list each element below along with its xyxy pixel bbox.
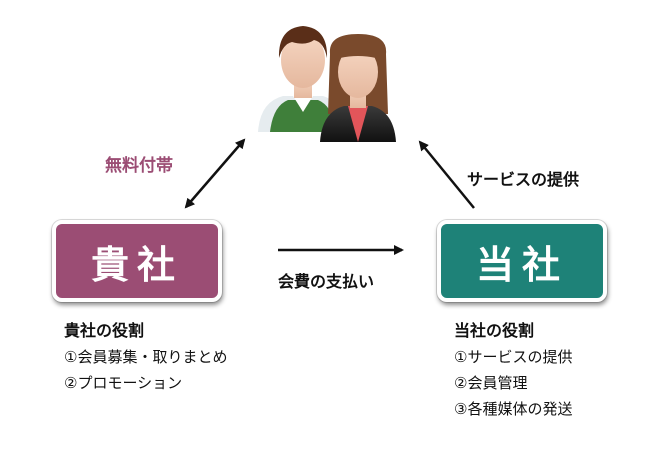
arrow-service-provision bbox=[418, 140, 475, 209]
our-company-label: 当社 bbox=[475, 242, 568, 287]
role-item: ②会員管理 bbox=[454, 374, 528, 392]
your-company-label: 貴社 bbox=[90, 242, 183, 287]
role-item: ②プロモーション bbox=[64, 374, 183, 392]
your-company-roles: 貴社の役割 ①会員募集・取りまとめ ②プロモーション bbox=[64, 318, 227, 396]
label-free-attachment: 無料付帯 bbox=[105, 156, 173, 176]
your-company-box: 貴社 bbox=[52, 220, 222, 302]
man-figure bbox=[258, 26, 345, 132]
our-company-roles-title: 当社の役割 bbox=[454, 321, 535, 340]
our-company-roles: 当社の役割 ①サービスの提供 ②会員管理 ③各種媒体の発送 bbox=[454, 318, 572, 422]
label-fee-payment: 会費の支払い bbox=[278, 272, 375, 291]
your-company-roles-title: 貴社の役割 bbox=[64, 321, 145, 340]
arrow-free-bidirectional bbox=[184, 138, 246, 209]
role-item: ③各種媒体の発送 bbox=[454, 400, 573, 418]
role-item: ①会員募集・取りまとめ bbox=[64, 348, 228, 366]
users-icon bbox=[258, 26, 396, 142]
woman-figure bbox=[320, 34, 396, 142]
role-item: ①サービスの提供 bbox=[454, 348, 573, 366]
our-company-box: 当社 bbox=[437, 220, 607, 302]
label-service-provision: サービスの提供 bbox=[467, 170, 580, 189]
